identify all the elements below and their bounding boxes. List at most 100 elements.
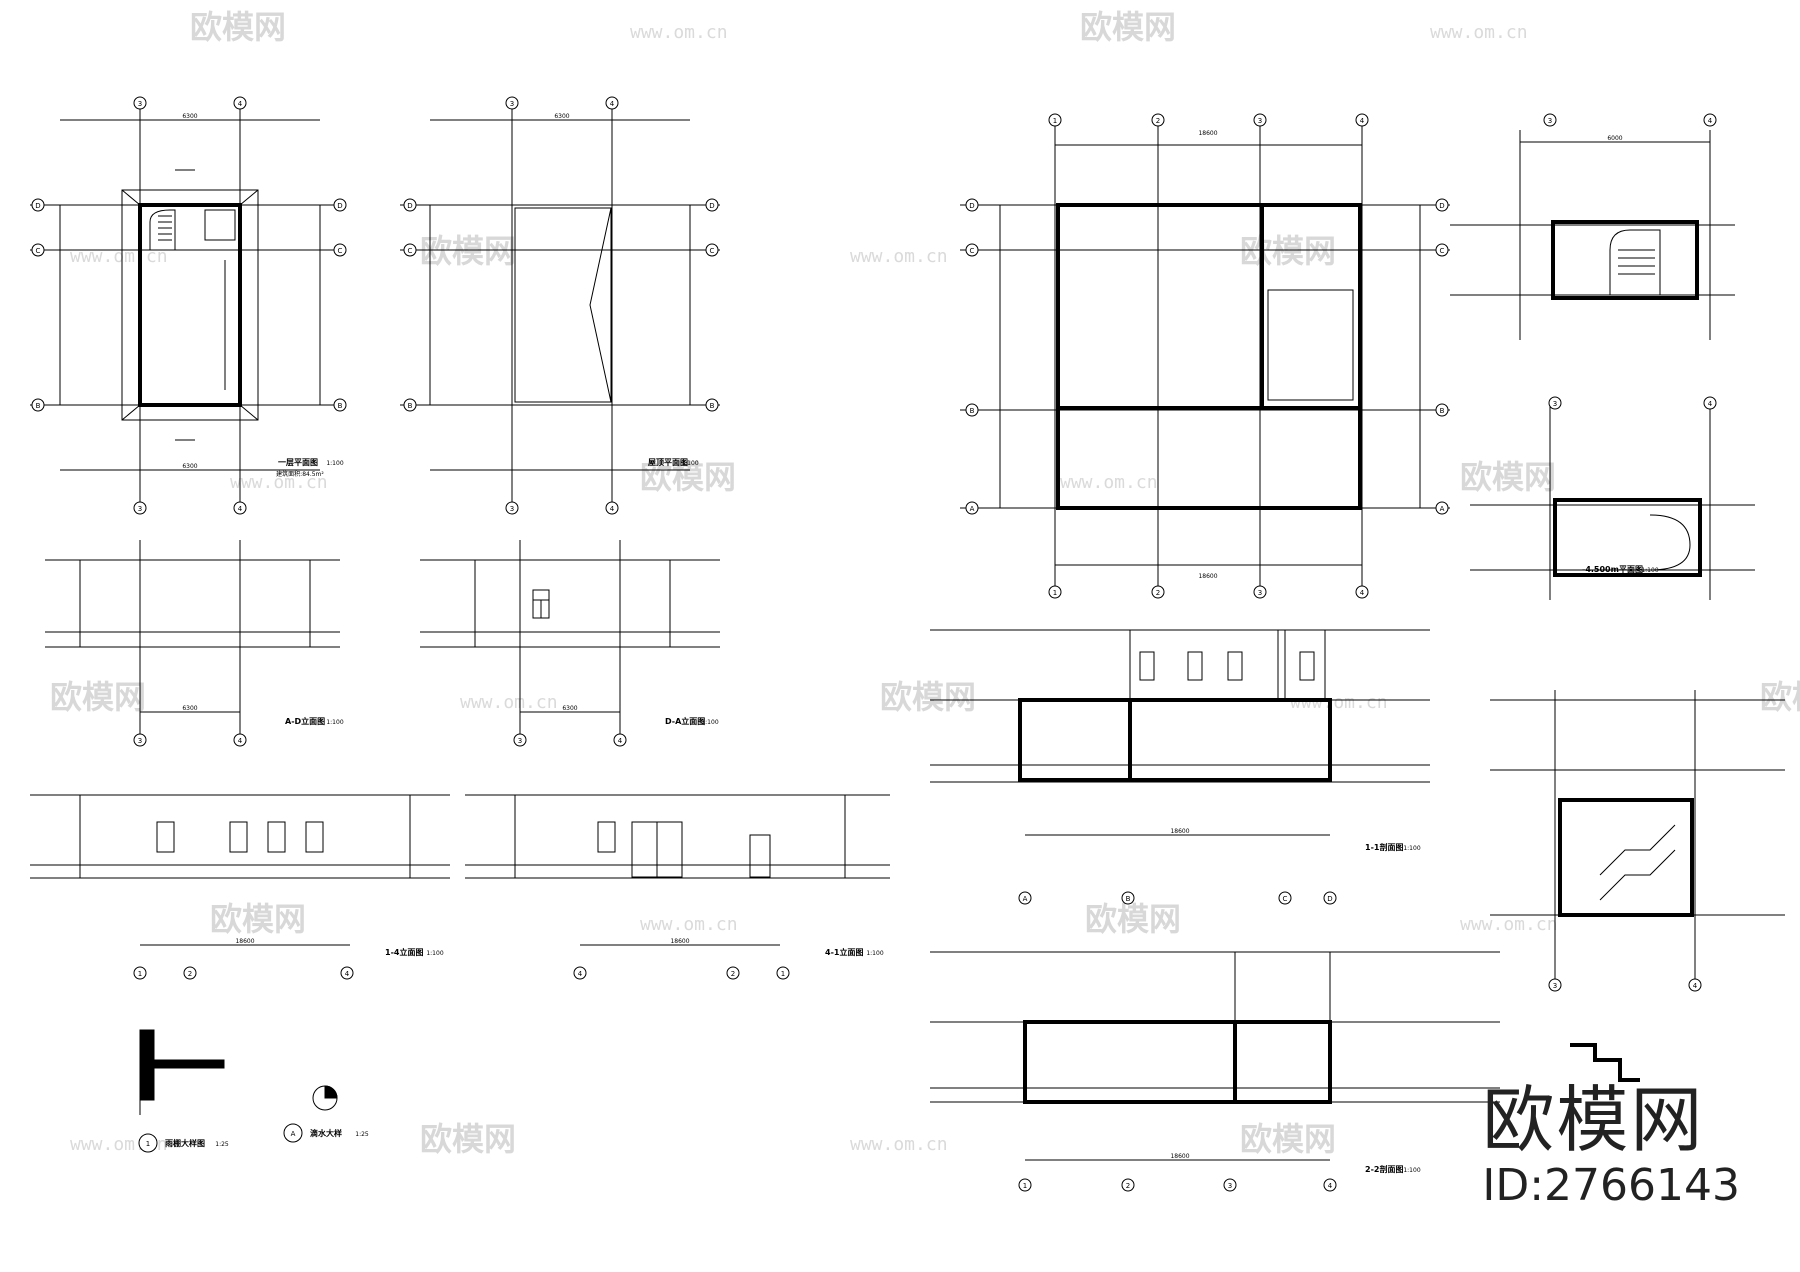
stair-section-axis-4-label: 4 [1693,982,1698,990]
roof-axis-b [403,398,417,412]
axis-label-3-top: 3 [138,100,142,108]
stair-plan-upper: 6000 3 4 [1450,113,1735,340]
elev-1-axis-4-label: 4 [345,970,350,978]
sec1-axis-a [1018,891,1032,905]
watermark-logo: 欧模网 [420,1120,516,1158]
dim-6300-bottom: 6300 [182,463,197,470]
stair-section: 3 4 [1490,690,1785,992]
watermark-layer: 欧模网欧模网欧模网欧模网欧模网欧模网欧模网欧模网欧模网欧模网欧模网欧模网欧模网w… [50,8,1800,1158]
sec1-axis-d-label: D [1327,895,1332,903]
sec1-axis-d [1323,891,1337,905]
detail-a-title: 滴水大样 [310,1128,342,1138]
sec2-axis-4-label: 4 [1328,1182,1333,1190]
stair-section-axis-4 [1688,978,1702,992]
stair-lower-axis-4 [1703,396,1717,410]
elev-a-axis-4 [233,733,247,747]
roof-axis-b-right [705,398,719,412]
brand-logo-text: 欧模网 [1482,1078,1705,1162]
roof-axis-4-bottom-label: 4 [610,505,615,513]
basement-plan-title: -4.500m平面图 [1582,565,1643,574]
plan-roof-scale: 1:100 [681,460,698,467]
elev-4-axis-4-label: 4 [578,970,583,978]
elev-a-dim: 6300 [182,705,197,712]
roof-plan: 6300 3 4 3 4 D C B D C B 屋顶平面图 1:100 [400,96,720,515]
roof-axis-3 [505,96,519,110]
brand-id-text: ID:2766143 [1482,1160,1740,1211]
detail-drip: A 滴水大样 1:25 [283,1085,369,1143]
roof-axis-c-right-label: C [710,247,715,255]
section-2-scale: 1:100 [1403,1167,1420,1174]
basement-axis-3 [1253,113,1267,127]
basement-axis-2-b [1151,585,1165,599]
stair-lower-axis-3-label: 3 [1553,400,1557,408]
watermark-logo: 欧模网 [1760,678,1800,716]
watermark-url: www.om.cn [1430,22,1528,43]
axis-marker-c-left [31,243,45,257]
basement-axis-a-r [1435,501,1449,515]
elev-1-axis-1 [133,966,147,980]
elev-a-axis-3 [133,733,147,747]
watermark-url: www.om.cn [1060,472,1158,493]
section-1-1: 18600 A B C D 1-1剖面图 1:100 [930,629,1430,905]
section-1-scale: 1:100 [1403,845,1420,852]
roof-axis-b-right-label: B [710,402,715,410]
detail-a-num: A [291,1130,296,1138]
sec1-axis-b [1121,891,1135,905]
detail-1-scale: 1:25 [215,1141,229,1148]
roof-axis-4-bottom [605,501,619,515]
watermark-logo: 欧模网 [190,8,286,46]
detail-1-num: 1 [146,1140,150,1148]
elev-d-dim: 6300 [562,705,577,712]
basement-axis-2-b-label: 2 [1156,589,1160,597]
elev-4-door [749,834,771,878]
watermark-url: www.om.cn [1460,914,1558,935]
detail-a-marker [283,1123,303,1143]
sec1-window-4 [1299,651,1315,681]
watermark-logo: 欧模网 [1240,232,1336,270]
elev-4-axis-2 [726,966,740,980]
sec2-axis-2-label: 2 [1126,1182,1130,1190]
axis-marker-4-bottom [233,501,247,515]
elev-1-axis-2 [183,966,197,980]
basement-plan-scale: 1:100 [1641,567,1658,574]
basement-axis-1-b-label: 1 [1053,589,1057,597]
elev-4-dim: 18600 [670,938,689,945]
elev-1-window-3 [267,821,286,853]
basement-axis-3-b [1253,585,1267,599]
roof-axis-3-label: 3 [510,100,514,108]
sec1-axis-c-label: C [1283,895,1288,903]
axis-marker-d-right [333,198,347,212]
stair-lower-axis-3 [1548,396,1562,410]
roof-axis-d-right-label: D [709,202,714,210]
watermark-logo: 欧模网 [1085,900,1181,938]
axis-marker-3-top [133,96,147,110]
axis-label-b-left: B [36,402,41,410]
basement-axis-d-r-label: D [1439,202,1444,210]
basement-axis-2-label: 2 [1156,117,1160,125]
elev-d-scale: 1:100 [866,950,883,957]
axis-label-d-right: D [337,202,342,210]
watermark-logo: 欧模网 [420,232,516,270]
elev-1-window-1 [156,821,175,853]
axis-marker-b-right [333,398,347,412]
elev-a-scale: 1:100 [326,719,343,726]
elev-4-axis-1-label: 1 [781,970,785,978]
basement-axis-c-r-label: C [1440,247,1445,255]
elev-4-window [597,821,616,853]
elev-1-axis-1-label: 1 [138,970,142,978]
elev-4-axis-2-label: 2 [731,970,735,978]
elevation-1-4: 18600 1 2 4 1-4立面图 1:100 [30,794,450,980]
sec2-axis-4 [1323,1178,1337,1192]
roof-axis-4-label: 4 [610,100,615,108]
watermark-url: www.om.cn [850,246,948,267]
elev-c-title: 1-4立面图 [385,947,423,957]
basement-axis-1 [1048,113,1062,127]
basement-axis-c-label: C [970,247,975,255]
basement-axis-d [965,198,979,212]
elev-a-axis-4-label: 4 [238,737,243,745]
elev-1-window-4 [305,821,324,853]
roof-axis-3-bottom-label: 3 [510,505,514,513]
watermark-logo: 欧模网 [640,458,736,496]
sec1-axis-b-label: B [1126,895,1131,903]
